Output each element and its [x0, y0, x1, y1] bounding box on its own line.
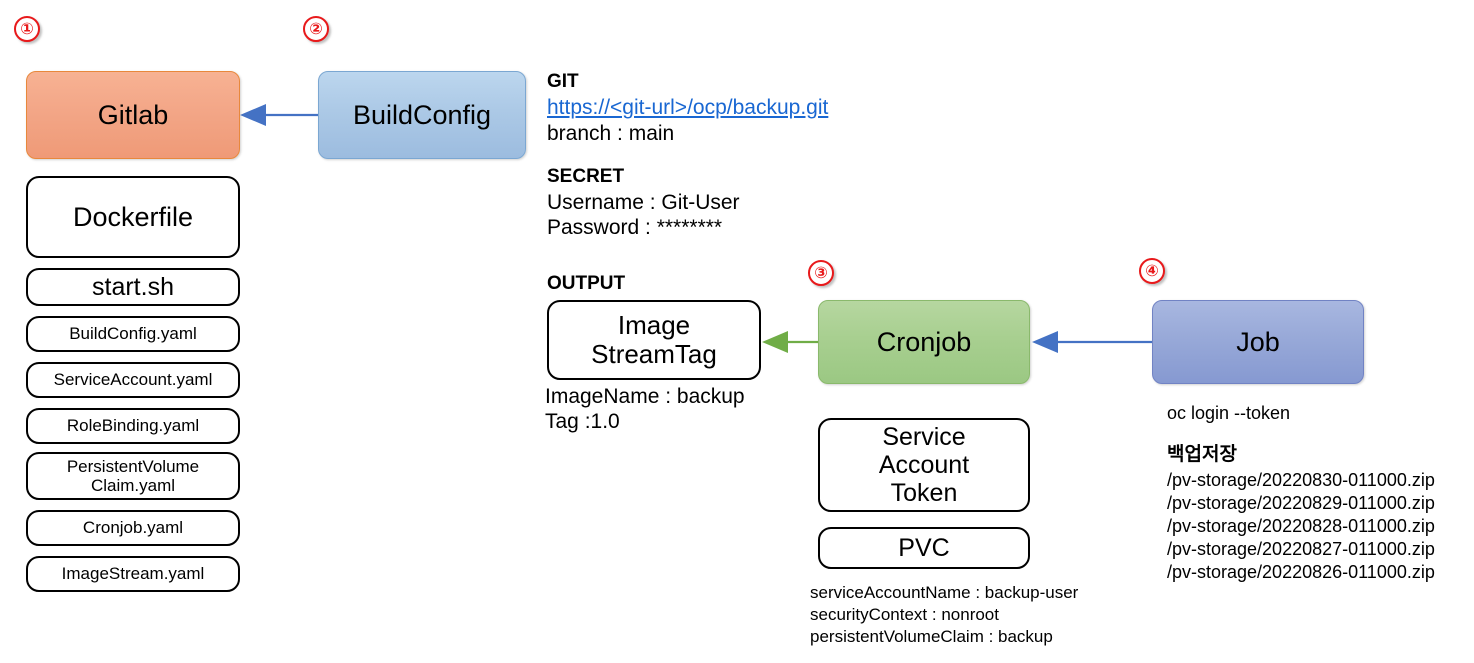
- backup-file-path-1: /pv-storage/20220830-011000.zip: [1167, 470, 1435, 490]
- file-box-cronjob-yaml[interactable]: Cronjob.yaml: [26, 510, 240, 546]
- file-box-imagestream-yaml[interactable]: ImageStream.yaml: [26, 556, 240, 592]
- cronjob-persistent-volume-claim: persistentVolumeClaim : backup: [810, 627, 1053, 646]
- node-buildconfig[interactable]: BuildConfig: [318, 71, 526, 159]
- service-account-token-line-1: Service: [882, 423, 966, 451]
- arrow-job-to-cronjob: [1032, 331, 1152, 353]
- step-marker-3: ③: [808, 260, 834, 286]
- service-account-token-line-2: Account: [878, 451, 970, 479]
- secret-username: Username : Git-User: [547, 191, 740, 214]
- node-job[interactable]: Job: [1152, 300, 1364, 384]
- secret-password: Password : ********: [547, 216, 723, 239]
- file-box-persistentvolumeclaim-yaml[interactable]: PersistentVolume Claim.yaml: [26, 452, 240, 500]
- backup-storage-heading: 백업저장: [1167, 444, 1237, 465]
- git-branch: branch : main: [547, 122, 675, 145]
- node-gitlab[interactable]: Gitlab: [26, 71, 240, 159]
- image-stream-tag-line-2: StreamTag: [591, 339, 717, 369]
- step-marker-4: ④: [1139, 258, 1165, 284]
- backup-file-path-4: /pv-storage/20220827-011000.zip: [1167, 539, 1435, 559]
- job-login-command: oc login --token: [1167, 403, 1291, 423]
- arrow-buildconfig-to-gitlab: [240, 104, 318, 126]
- node-service-account-token[interactable]: Service Account Token: [818, 418, 1030, 512]
- node-pvc[interactable]: PVC: [818, 527, 1030, 569]
- service-account-token-line-3: Token: [890, 479, 958, 507]
- file-box-start-sh[interactable]: start.sh: [26, 268, 240, 306]
- step-marker-2: ②: [303, 16, 329, 42]
- cronjob-service-account-name: serviceAccountName : backup-user: [810, 583, 1079, 602]
- backup-file-path-3: /pv-storage/20220828-011000.zip: [1167, 516, 1435, 536]
- git-heading: GIT: [547, 71, 579, 92]
- output-heading: OUTPUT: [547, 273, 626, 294]
- file-box-dockerfile[interactable]: Dockerfile: [26, 176, 240, 258]
- cronjob-security-context: securityContext : nonroot: [810, 605, 999, 624]
- secret-heading: SECRET: [547, 166, 625, 187]
- file-box-serviceaccount-yaml[interactable]: ServiceAccount.yaml: [26, 362, 240, 398]
- output-image-name: ImageName : backup: [545, 385, 745, 408]
- git-url-link[interactable]: https://<git-url>/ocp/backup.git: [547, 96, 829, 119]
- backup-file-path-5: /pv-storage/20220826-011000.zip: [1167, 562, 1435, 582]
- backup-file-path-2: /pv-storage/20220829-011000.zip: [1167, 493, 1435, 513]
- step-marker-1: ①: [14, 16, 40, 42]
- arrow-cronjob-to-imagestreamtag: [762, 331, 818, 353]
- node-image-stream-tag[interactable]: Image StreamTag: [547, 300, 761, 380]
- node-cronjob[interactable]: Cronjob: [818, 300, 1030, 384]
- file-box-rolebinding-yaml[interactable]: RoleBinding.yaml: [26, 408, 240, 444]
- file-box-buildconfig-yaml[interactable]: BuildConfig.yaml: [26, 316, 240, 352]
- output-tag: Tag :1.0: [545, 410, 620, 433]
- image-stream-tag-line-1: Image: [617, 309, 691, 340]
